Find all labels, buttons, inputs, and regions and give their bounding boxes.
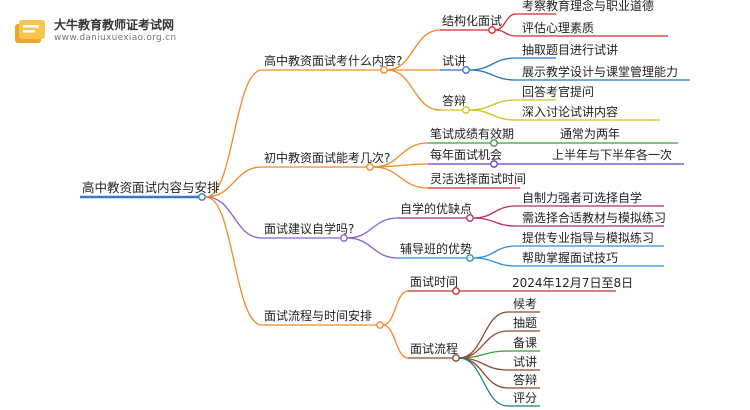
sub-label: 笔试成绩有效期 xyxy=(430,127,515,141)
leaf-connector xyxy=(472,257,517,267)
sub-label: 面试时间 xyxy=(410,275,459,289)
sub-label: 辅导班的优势 xyxy=(400,242,473,256)
branch-connector xyxy=(205,166,263,198)
step-label: 试讲 xyxy=(513,355,538,369)
step-label: 答辩 xyxy=(513,373,538,387)
sub-label: 答辩 xyxy=(442,94,467,108)
root-node-dot xyxy=(198,193,206,201)
leaf-connector xyxy=(468,57,517,71)
branch-connector xyxy=(205,69,263,198)
brand-name: 大牛教育教师证考试网 xyxy=(54,18,175,32)
leaf-connector xyxy=(458,357,509,389)
leaf-connector xyxy=(468,99,517,111)
leaf-label: 回答考官提问 xyxy=(522,85,595,99)
sub-connector xyxy=(346,237,399,259)
branch-node-dot xyxy=(376,321,384,329)
sub-label: 结构化面试 xyxy=(442,14,503,28)
leaf-connector xyxy=(468,69,517,81)
leaf-label: 2024年12月7日至8日 xyxy=(512,276,634,290)
branch-connector xyxy=(205,196,263,239)
sub-label: 面试流程 xyxy=(410,342,459,356)
leaf-label: 抽取题目进行试讲 xyxy=(522,43,619,57)
leaf-label: 自制力强者可选择自学 xyxy=(522,191,643,205)
leaf-connector xyxy=(472,245,517,259)
sub-connector xyxy=(382,290,409,326)
sub-connector xyxy=(386,69,441,111)
sub-label: 每年面试机会 xyxy=(430,148,503,162)
brand-url: www.daniuxuexiao.org.cn xyxy=(54,33,177,43)
leaf-label: 提供专业指导与模拟练习 xyxy=(522,231,655,245)
sub-connector xyxy=(382,324,409,359)
leaf-connector xyxy=(472,217,517,227)
sub-label: 灵活选择面试时间 xyxy=(430,172,527,186)
leaf-label: 展示教学设计与课堂管理能力 xyxy=(522,65,679,79)
leaf-label: 需选择合适教材与模拟练习 xyxy=(522,211,667,225)
branch-label: 面试建议自学吗? xyxy=(264,222,355,236)
brand-logo: 大牛教育教师证考试网 www.daniuxuexiao.org.cn xyxy=(12,15,272,49)
branch-label: 初中教资面试能考几次? xyxy=(264,151,391,165)
leaf-connector xyxy=(472,205,517,219)
branch-label: 面试流程与时间安排 xyxy=(264,309,373,323)
sub-label: 自学的优缺点 xyxy=(400,202,473,216)
leaf-label: 评估心理素质 xyxy=(522,21,595,35)
root-topic: 高中教资面试内容与安排 xyxy=(82,180,220,195)
step-label: 评分 xyxy=(513,391,538,405)
step-label: 备课 xyxy=(513,336,538,350)
sub-connector xyxy=(346,217,399,239)
leaf-label: 考察教育理念与职业道德 xyxy=(522,0,655,13)
step-label: 候考 xyxy=(513,297,538,311)
leaf-connector xyxy=(458,357,509,407)
leaf-label: 上半年与下半年各一次 xyxy=(552,148,673,162)
leaf-connector xyxy=(468,109,517,121)
sub-label: 试讲 xyxy=(442,54,467,68)
leaf-connector xyxy=(494,29,517,37)
branch-connector xyxy=(205,196,263,326)
leaf-label: 深入讨论试讲内容 xyxy=(522,105,619,119)
leaf-label: 通常为两年 xyxy=(560,127,621,141)
branch-label: 高中教资面试考什么内容? xyxy=(264,54,403,68)
leaf-label: 帮助掌握面试技巧 xyxy=(522,251,619,265)
step-label: 抽题 xyxy=(513,316,538,330)
sub-connector xyxy=(372,166,429,189)
book-logo-icon xyxy=(15,20,45,43)
sub-connector xyxy=(386,29,441,71)
